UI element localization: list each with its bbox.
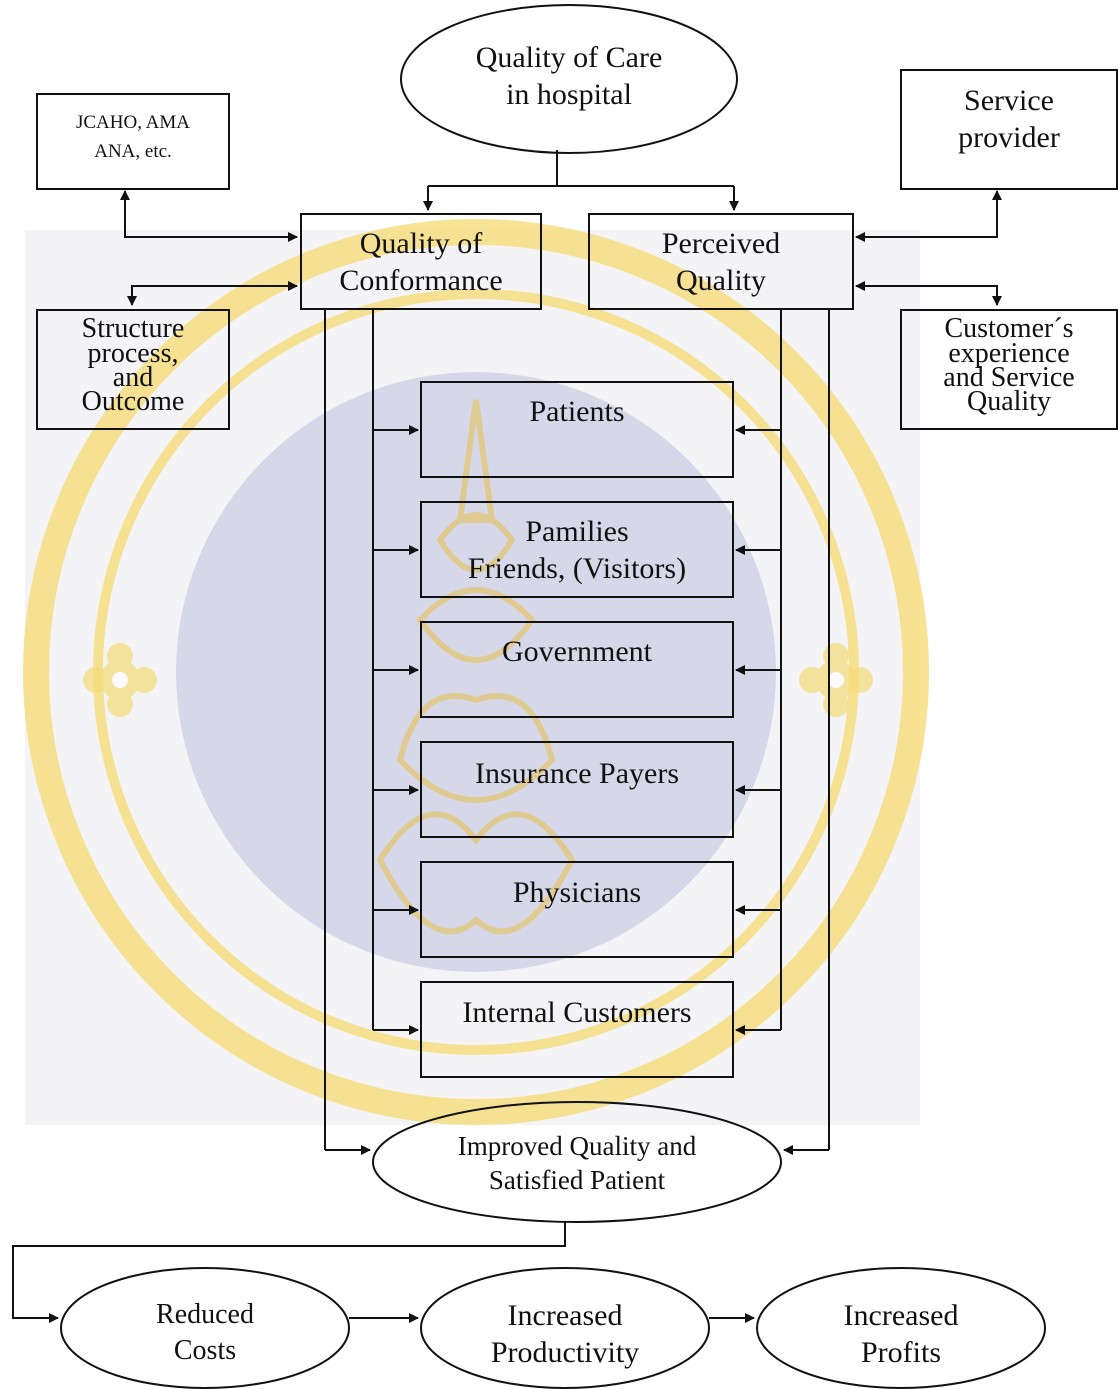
node-productivity: Increased Productivity (420, 1267, 710, 1389)
node-families-line2: Friends, (Visitors) (468, 552, 686, 585)
node-patients: Patients (420, 381, 734, 478)
node-families: Pamilies Friends, (Visitors) (420, 501, 734, 598)
node-customer-experience-line2: experience (948, 338, 1069, 369)
node-families-line1: Pamilies (525, 515, 628, 548)
node-perceived-line2: Quality (676, 264, 766, 297)
node-profits-line1: Increased (844, 1299, 959, 1332)
node-profits-line2: Profits (861, 1336, 941, 1369)
node-jcaho: JCAHO, AMA ANA, etc. (36, 93, 230, 190)
node-reduced-costs-line1: Reduced (156, 1299, 254, 1330)
node-jcaho-line2: ANA, etc. (94, 141, 172, 162)
node-government: Government (420, 621, 734, 718)
node-structure-line1: Structure (82, 313, 185, 344)
node-quality-of-care-line2: in hospital (506, 78, 632, 111)
node-service-provider: Service provider (900, 69, 1118, 190)
node-quality-of-care-line1: Quality of Care (476, 41, 663, 74)
flower-left-icon (83, 643, 157, 717)
node-structure-line2: process, (88, 338, 179, 369)
node-reduced-costs: Reduced Costs (60, 1267, 350, 1389)
node-perceived: Perceived Quality (588, 213, 854, 310)
edge-improved-reduced (12, 1222, 566, 1323)
node-customer-experience-line4: Quality (967, 386, 1051, 417)
edge-provider-perceived (855, 200, 998, 242)
node-internal-line1: Internal Customers (462, 996, 691, 1029)
edge-jcaho-conformance (124, 200, 298, 242)
node-customer-experience: Customer´s experience and Service Qualit… (900, 309, 1118, 430)
node-perceived-line1: Perceived (662, 227, 780, 260)
node-conformance: Quality of Conformance (300, 213, 542, 310)
node-productivity-line1: Increased (508, 1299, 623, 1332)
node-improved-line1: Improved Quality and (458, 1131, 697, 1161)
node-service-provider-line2: provider (958, 121, 1060, 154)
node-improved-line2: Satisfied Patient (489, 1165, 666, 1195)
node-government-line1: Government (502, 635, 653, 668)
node-structure-line4: Outcome (82, 386, 185, 417)
node-jcaho-line1: JCAHO, AMA (76, 112, 190, 133)
node-conformance-line1: Quality of (360, 227, 482, 260)
node-structure-line3: and (113, 362, 153, 393)
node-insurance-line1: Insurance Payers (475, 757, 679, 790)
node-customer-experience-line3: and Service (943, 362, 1074, 393)
emblem-crown-icon (376, 399, 576, 935)
node-physicians-line1: Physicians (513, 876, 641, 909)
node-reduced-costs-line2: Costs (174, 1335, 236, 1366)
node-conformance-line2: Conformance (339, 264, 502, 297)
node-physicians: Physicians (420, 861, 734, 958)
node-insurance: Insurance Payers (420, 741, 734, 838)
node-profits: Increased Profits (756, 1267, 1046, 1389)
node-service-provider-line1: Service (964, 84, 1054, 117)
node-improved: Improved Quality and Satisfied Patient (372, 1101, 782, 1223)
node-patients-line1: Patients (530, 395, 625, 428)
node-productivity-line2: Productivity (491, 1336, 639, 1369)
node-quality-of-care: Quality of Care in hospital (400, 4, 738, 154)
node-structure: Structure process, and Outcome (36, 309, 230, 430)
node-internal: Internal Customers (420, 981, 734, 1078)
node-customer-experience-line1: Customer´s (944, 313, 1073, 344)
edges (12, 150, 1002, 1323)
